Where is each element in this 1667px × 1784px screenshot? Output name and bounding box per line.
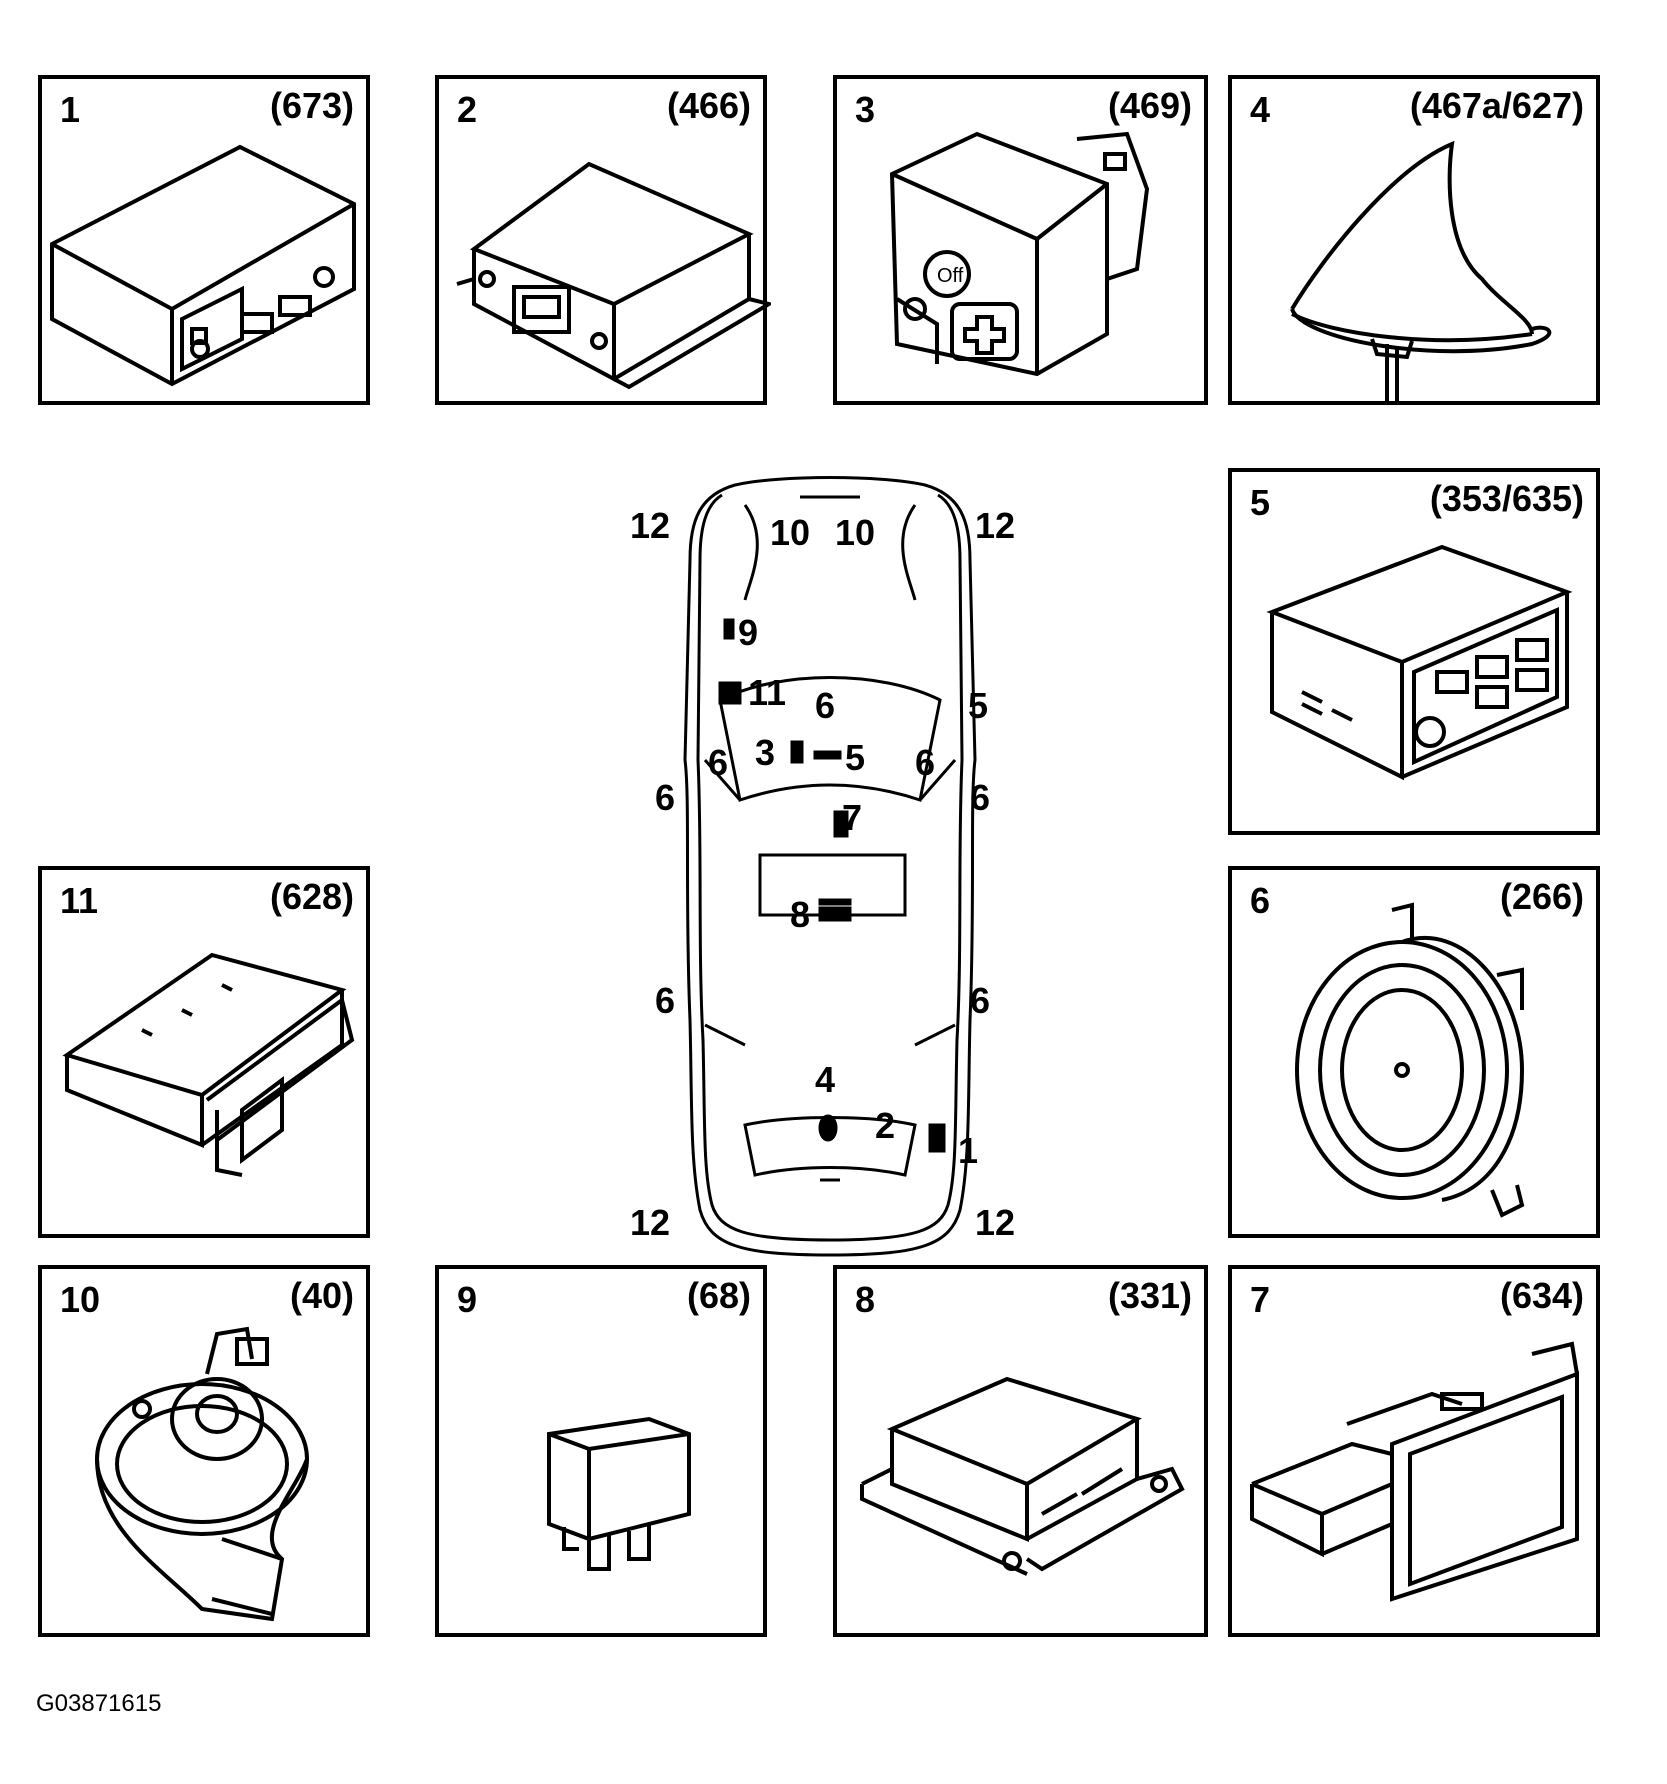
- panel-code: (469): [1107, 85, 1192, 126]
- panel-code: (40): [289, 1275, 354, 1316]
- callout-7: 7: [842, 797, 863, 838]
- callout-12-rear-left: 12: [630, 1202, 671, 1243]
- callout-1: 1: [958, 1130, 979, 1171]
- component-panel-2: 2 (466): [435, 75, 771, 405]
- callout-12-front-left: 12: [630, 505, 671, 546]
- callout-4: 4: [815, 1059, 836, 1100]
- callout-6-door-right: 6: [970, 777, 991, 818]
- callout-11: 11: [748, 672, 787, 713]
- panel-number: 11: [60, 880, 99, 921]
- component-panel-8: 8 (331): [833, 1265, 1208, 1637]
- component-panel-6: 6 (266): [1228, 866, 1600, 1238]
- callout-10-right: 10: [835, 512, 876, 553]
- display-icon: [1250, 1341, 1579, 1602]
- component-panel-5: 5 (353/635): [1228, 468, 1600, 835]
- speaker-icon: [1295, 902, 1525, 1218]
- component-panel-3: 3 (469) Off: [833, 75, 1208, 405]
- component-panel-9: 9 (68): [435, 1265, 767, 1637]
- panel-number: 2: [457, 89, 478, 130]
- panel-number: 8: [855, 1279, 876, 1320]
- callout-12-front-right: 12: [975, 505, 1016, 546]
- panel-number: 10: [60, 1279, 101, 1320]
- component-panel-11: 11 (628): [38, 866, 370, 1238]
- callout-6-door-left: 6: [655, 777, 676, 818]
- component-panel-1: 1 (673): [38, 75, 370, 405]
- module-box-icon: [50, 144, 356, 387]
- shark-fin-antenna-icon: [1290, 140, 1552, 404]
- callout-6-rear-right: 6: [970, 980, 991, 1021]
- panel-number: 4: [1250, 89, 1271, 130]
- svg-text:Off: Off: [937, 265, 964, 287]
- figure-id: G03871615: [36, 1690, 162, 1717]
- switch-module-icon: Off: [889, 131, 1150, 377]
- panel-code: (266): [1499, 876, 1584, 917]
- callout-6-front-left: 6: [708, 742, 729, 783]
- panel-code: (353/635): [1429, 478, 1584, 519]
- panel-number: 6: [1250, 880, 1271, 921]
- control-unit-icon: [456, 161, 771, 390]
- panel-code: (634): [1499, 1275, 1584, 1316]
- callout-12-rear-right: 12: [975, 1202, 1016, 1243]
- panel-number: 9: [457, 1279, 478, 1320]
- relay-icon: [547, 1416, 691, 1571]
- panel-number: 3: [855, 89, 876, 130]
- callout-6-front-right: 6: [915, 742, 936, 783]
- radio-unit-icon: [1266, 544, 1573, 781]
- panel-number: 5: [1250, 482, 1271, 523]
- callout-3: 3: [755, 732, 776, 773]
- horn-icon: [95, 1326, 309, 1622]
- callout-9: 9: [738, 612, 759, 653]
- component-panel-7: 7 (634): [1228, 1265, 1600, 1637]
- callout-5-radio: 5: [845, 737, 866, 778]
- panel-code: (331): [1107, 1275, 1192, 1316]
- panel-code: (467a/627): [1409, 85, 1584, 126]
- panel-number: 1: [60, 89, 81, 130]
- callout-2: 2: [875, 1105, 896, 1146]
- panel-code: (68): [686, 1275, 751, 1316]
- panel-code: (673): [269, 85, 354, 126]
- callout-6-rear-left: 6: [655, 980, 676, 1021]
- component-panel-10: 10 (40): [38, 1265, 370, 1637]
- airbag-module-icon: [860, 1376, 1185, 1576]
- panel-code: (628): [269, 876, 354, 917]
- callout-8: 8: [790, 894, 811, 935]
- callout-10-left: 10: [770, 512, 811, 553]
- cd-changer-icon: [62, 952, 355, 1177]
- callout-6-center: 6: [815, 685, 836, 726]
- panel-code: (466): [666, 85, 751, 126]
- component-panel-4: 4 (467a/627): [1228, 75, 1600, 405]
- panel-number: 7: [1250, 1279, 1271, 1320]
- callout-5-side: 5: [968, 685, 989, 726]
